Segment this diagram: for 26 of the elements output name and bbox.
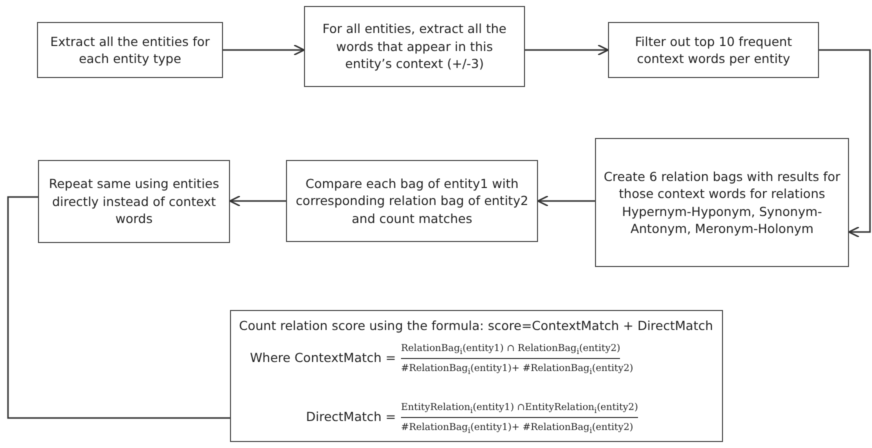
process-box — [304, 6, 525, 87]
formula-label: DirectMatch = — [306, 408, 396, 426]
denominator: #RelationBag$_{i}$(entity1)+ #RelationBag$_{i}$(entity2) — [401, 362, 634, 377]
arrow — [525, 44, 609, 56]
step-text: For all entities, extract all the words that appear in this entity’s context (+/-3) — [321, 20, 508, 73]
step-text: Repeat same using entities directly instead of context words — [48, 175, 220, 228]
process-box — [286, 160, 538, 242]
process-box — [38, 160, 230, 243]
step-text: Extract all the entities for each entity type — [49, 32, 211, 68]
connector-line — [7, 196, 230, 419]
step-text: Create 6 relation bags with results for those context words for relations Hypernym-Hyponym, Synonym-Antonym, Meronym-Holonym — [602, 168, 842, 238]
process-box — [608, 22, 819, 78]
formula-box — [230, 310, 723, 442]
formula-label: Where ContextMatch = — [250, 349, 396, 366]
denominator: #RelationBag$_{i}$(entity1)+ #RelationBag$_{i}$(entity2) — [401, 421, 634, 436]
step-text: Compare each bag of entity1 with corresponding relation bag of entity2 and count matches — [294, 174, 530, 228]
numerator: EntityRelation$_{i}$(entity1) ∩EntityRelation$_{i}$(entity2) — [401, 401, 638, 418]
step-text: Filter out top 10 frequent context words per entity — [634, 32, 794, 68]
arrow — [229, 195, 286, 207]
arrow — [537, 195, 595, 207]
formula-heading: Count relation score using the formula: score=ContextMatch + DirectMatch — [239, 317, 714, 334]
arrow — [223, 44, 305, 56]
arrow — [819, 49, 871, 238]
process-box — [595, 138, 849, 267]
process-box — [37, 22, 223, 78]
numerator: RelationBag$_{i}$(entity1) ∩ RelationBag$_{i}$(entity2) — [401, 342, 620, 359]
